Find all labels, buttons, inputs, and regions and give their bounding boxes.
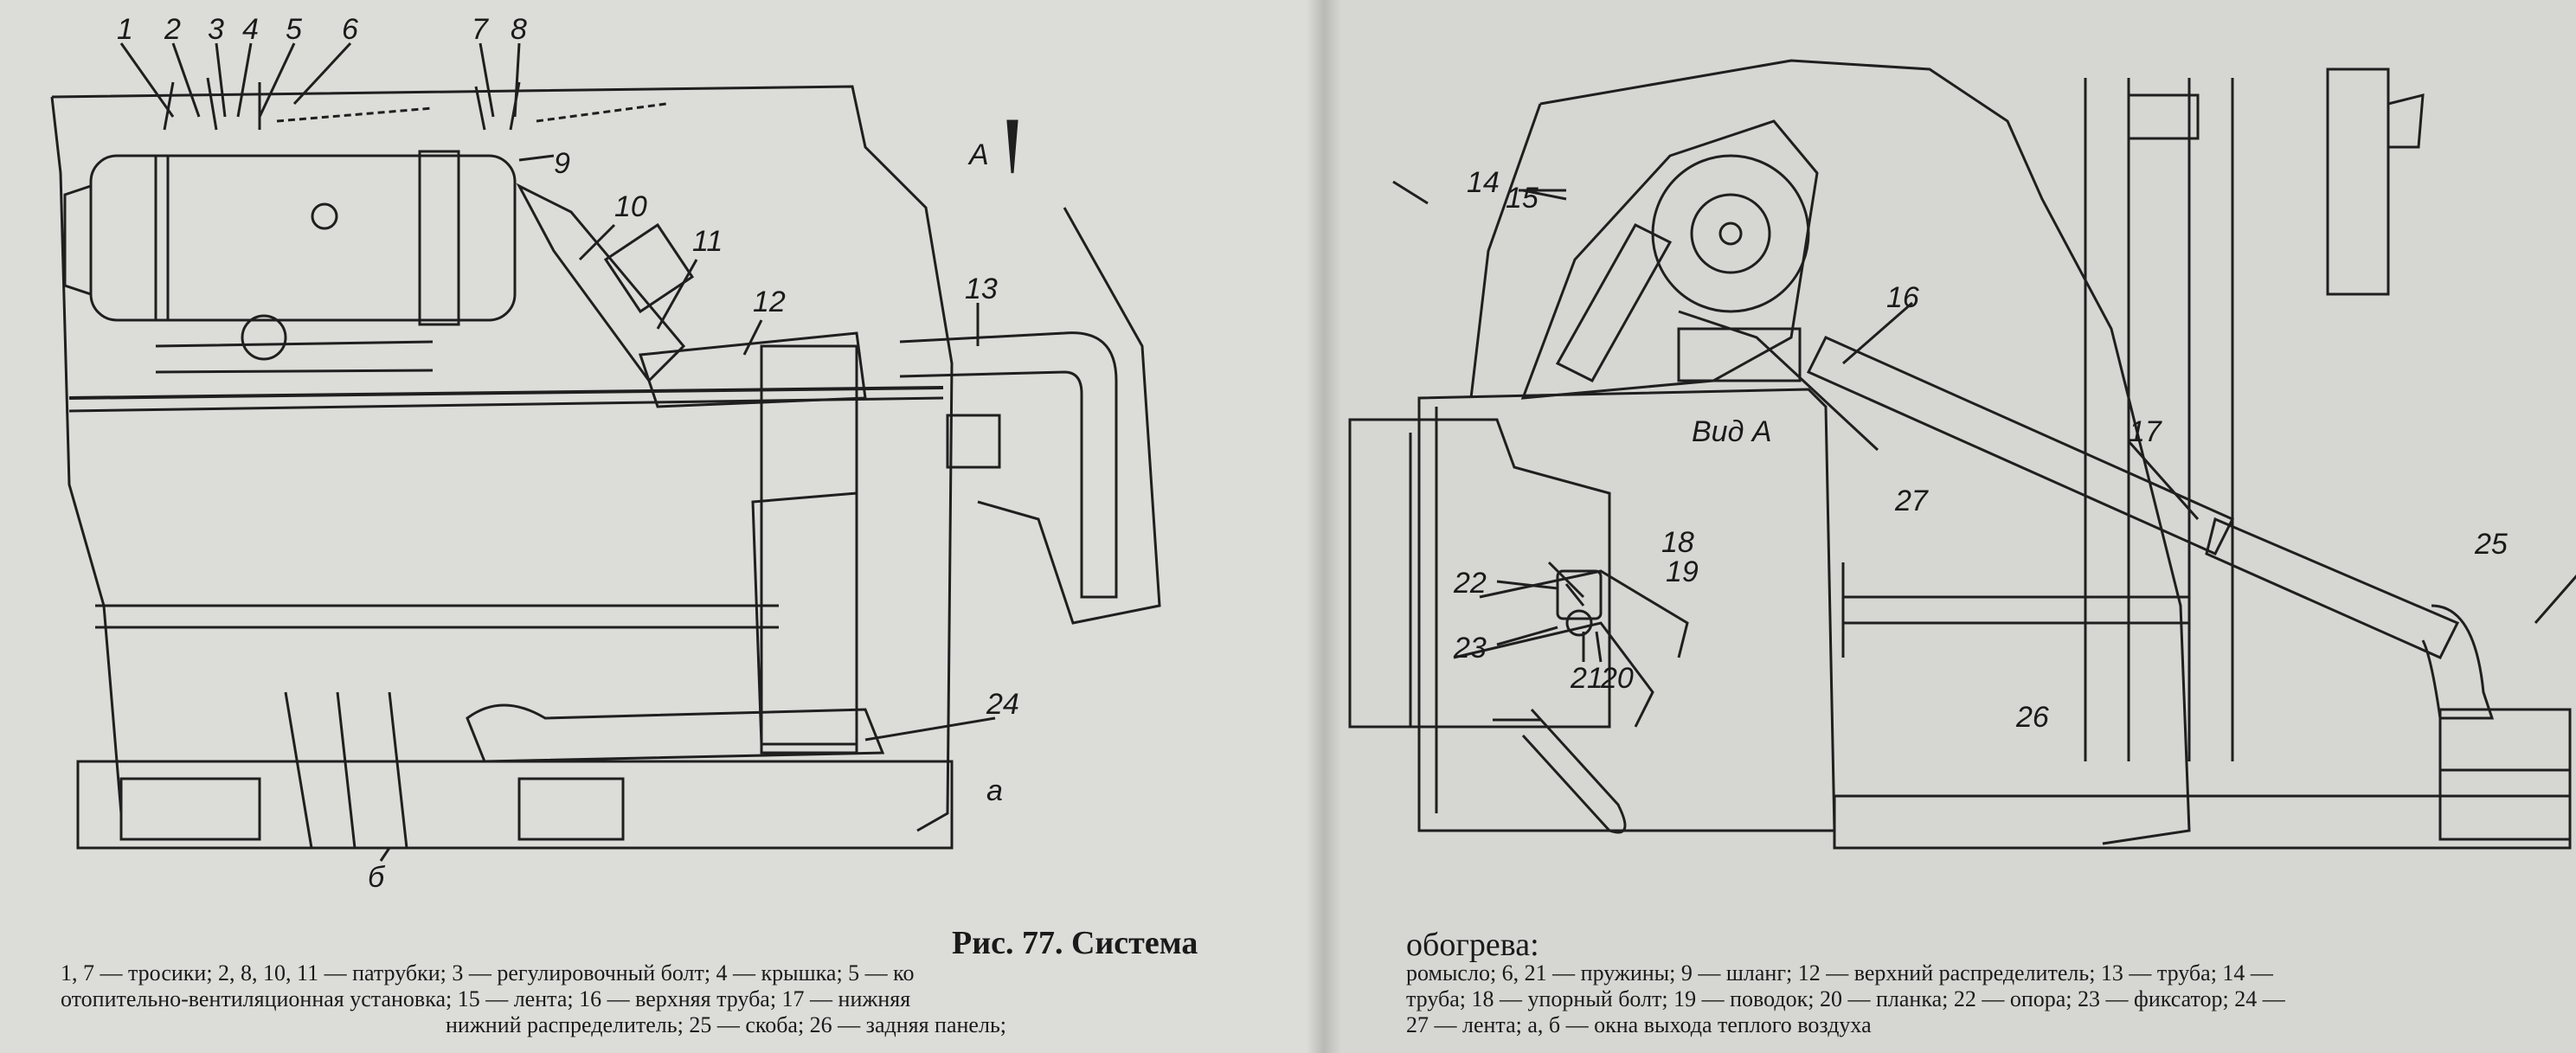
callout-17: 17 (2129, 415, 2162, 448)
caption-left-line-1: 1, 7 — тросики; 2, 8, 10, 11 — патрубки;… (61, 960, 915, 986)
caption-right-line-2: труба; 18 — упорный болт; 19 — поводок; … (1406, 986, 2285, 1011)
callout-21: 21 (1570, 662, 1603, 695)
callout-25: 25 (2474, 528, 2508, 561)
left-technical-drawing: 1 2 3 4 5 6 7 8 9 10 11 12 13 24 a б А (50, 13, 1161, 894)
right-page (1324, 0, 2576, 1053)
book-gutter (1307, 0, 1341, 1053)
callout-4: 4 (242, 13, 259, 46)
callout-14: 14 (1467, 166, 1500, 199)
callout-24: 24 (986, 688, 1019, 721)
figure-title-left: Рис. 77. Система (952, 925, 1198, 961)
callout-3: 3 (208, 13, 224, 46)
caption-left-line-3: нижний распределитель; 25 — скоба; 26 — … (446, 1012, 1007, 1037)
callout-19: 19 (1666, 555, 1699, 588)
callout-2: 2 (164, 13, 181, 46)
callout-10: 10 (614, 190, 647, 223)
callout-27: 27 (1894, 485, 1929, 517)
left-page (0, 0, 1324, 1053)
callout-7: 7 (472, 13, 489, 46)
callout-b: б (368, 861, 386, 894)
callout-26: 26 (2015, 701, 2049, 734)
callout-9: 9 (554, 147, 570, 180)
caption-right-line-1: ромысло; 6, 21 — пружины; 9 — шланг; 12 … (1406, 960, 2273, 986)
callout-23: 23 (1453, 632, 1487, 665)
right-technical-drawing: 14 15 16 17 18 19 20 21 22 23 25 26 27 В… (1348, 59, 2576, 850)
callout-a: a (986, 774, 1003, 807)
callout-6: 6 (342, 13, 358, 46)
caption-left-line-2: отопительно-вентиляционная установка; 15… (61, 986, 911, 1011)
callout-12: 12 (753, 286, 786, 318)
callout-13: 13 (965, 273, 998, 305)
callout-1: 1 (117, 13, 133, 46)
callout-22: 22 (1453, 567, 1487, 600)
callout-5: 5 (286, 13, 302, 46)
callout-15: 15 (1506, 182, 1539, 215)
view-a-label: Вид А (1692, 415, 1772, 448)
callout-18: 18 (1661, 526, 1694, 559)
callout-16: 16 (1886, 281, 1919, 314)
caption-right-line-3: 27 — лента; а, б — окна выхода теплого в… (1406, 1012, 1872, 1037)
callout-8: 8 (511, 13, 527, 46)
callout-view-a: А (967, 138, 989, 171)
callout-20: 20 (1600, 662, 1634, 695)
callout-11: 11 (692, 225, 723, 258)
figure-title-right: обогрева: (1406, 927, 1539, 963)
